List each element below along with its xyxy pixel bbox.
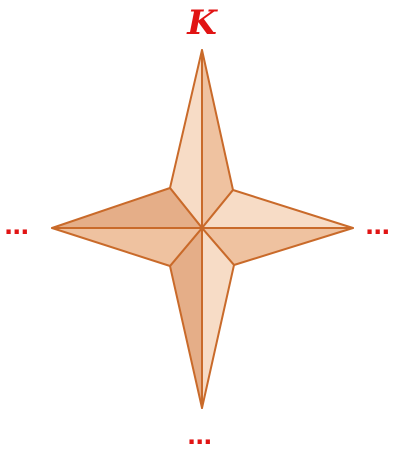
compass-star <box>52 50 353 408</box>
north-direction-label: K <box>184 6 220 40</box>
south-direction-label: ... <box>187 424 211 448</box>
west-direction-label: ... <box>4 214 28 238</box>
east-direction-label: ... <box>365 214 389 238</box>
